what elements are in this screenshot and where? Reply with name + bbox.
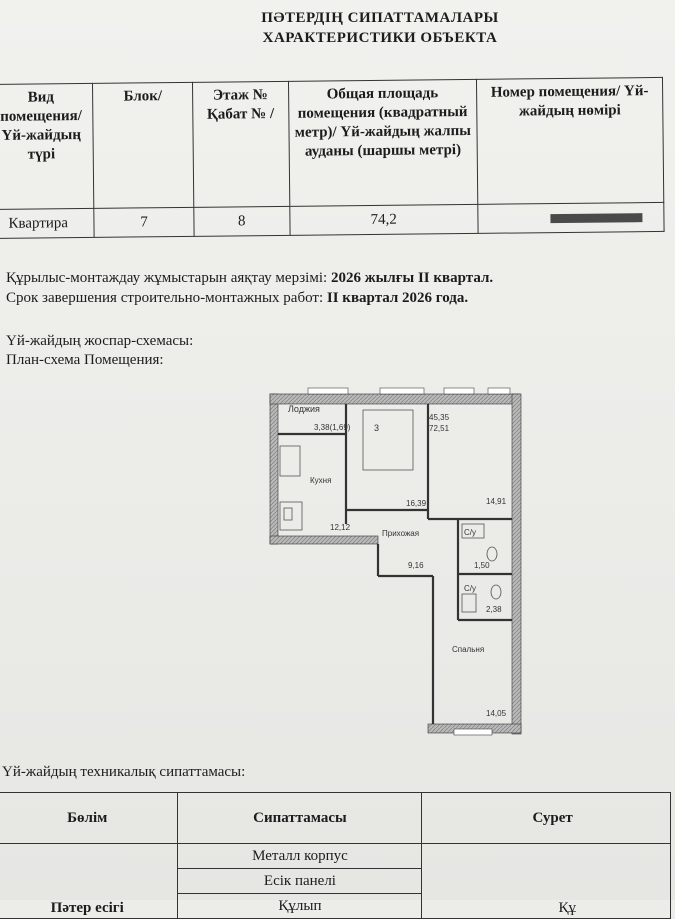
object-table: Вид помещения/ Үй-жайдың түрі Блок/ Этаж… — [0, 77, 665, 239]
hall-area: 9,16 — [408, 561, 424, 570]
floor-plan: Лоджия 3,38(1,69) Кухня 12,12 3 45,35 72… — [268, 384, 526, 740]
loggia-area: 3,38(1,69) — [314, 423, 351, 432]
plan-label-ru: План-схема Помещения: — [6, 352, 164, 368]
header-type: Вид помещения/ Үй-жайдың түрі — [0, 83, 95, 210]
interior-walls — [278, 404, 512, 724]
tech-header-section: Бөлім — [0, 792, 179, 844]
tech-item: Құлып — [177, 893, 423, 919]
kitchen-fixtures — [279, 409, 502, 613]
tech-header-desc: Сипаттамасы — [177, 792, 423, 844]
cell-block: 7 — [94, 207, 195, 238]
number-redaction — [549, 212, 642, 223]
tech-item: Металл корпус — [177, 843, 423, 869]
room-area: 14,91 — [486, 497, 507, 506]
bath1-area: 1,50 — [474, 561, 490, 570]
tech-item: Есік панелі — [177, 868, 423, 894]
living-total: 45,35 — [429, 413, 450, 422]
header-floor: Этаж № Қабат № / — [192, 81, 290, 208]
bath1-label: С/у — [464, 528, 476, 537]
bedroom-area: 14,05 — [486, 709, 507, 718]
cell-floor: 8 — [193, 206, 290, 237]
cell-number — [477, 202, 665, 234]
cell-area: 74,2 — [289, 204, 479, 236]
deadline-ru: Срок завершения строительно-монтажных ра… — [6, 290, 469, 306]
cell-type: Квартира — [0, 208, 95, 239]
bedroom-label: Спальня — [452, 645, 484, 654]
total-area: 72,51 — [429, 424, 450, 433]
kitchen-area: 12,12 — [330, 523, 351, 532]
tech-section: Пәтер есігі — [0, 843, 179, 919]
living-area: 16,39 — [406, 499, 427, 508]
tech-image-cell: Құ — [421, 843, 671, 919]
bath2-area: 2,38 — [486, 605, 502, 614]
header-number: Номер помещения/ Үй-жайдың нөмірі — [476, 77, 664, 205]
tech-label: Үй-жайдың техникалық сипаттамасы: — [2, 764, 246, 780]
header-block: Блок/ — [92, 82, 194, 209]
plan-label-kz: Үй-жайдың жоспар-схемасы: — [6, 333, 194, 349]
bath2-label: С/у — [464, 584, 476, 593]
hall-label: Прихожая — [382, 529, 419, 538]
kitchen-label: Кухня — [310, 476, 331, 485]
deadline-kz: Құрылыс-монтаждау жұмыстарын аяқтау мерз… — [6, 270, 494, 286]
rooms-count: 3 — [374, 423, 379, 433]
windows — [307, 387, 511, 736]
title-ru: ХАРАКТЕРИСТИКИ ОБЪЕКТА — [262, 30, 498, 46]
title-kz: ПӘТЕРДІҢ СИПАТТАМАЛАРЫ — [261, 10, 499, 26]
loggia-label: Лоджия — [288, 404, 320, 414]
header-area: Общая площадь помещения (квадратный метр… — [288, 79, 478, 207]
tech-header-image: Сурет — [421, 792, 671, 844]
outer-walls — [269, 393, 522, 735]
